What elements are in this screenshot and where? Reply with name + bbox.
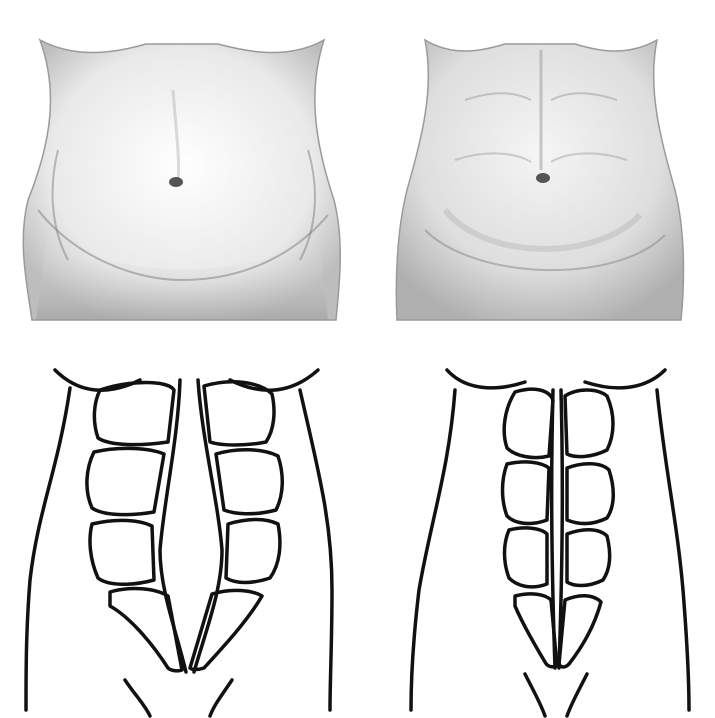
torso-sketch-normal-drawing xyxy=(385,30,715,330)
torso-sketch-separated-drawing xyxy=(18,30,348,330)
right-body-contour xyxy=(585,370,665,388)
right-muscle-segment-2 xyxy=(567,464,613,524)
navel xyxy=(169,177,183,187)
right-muscle-segment-3 xyxy=(226,520,280,583)
navel xyxy=(536,173,550,183)
groin-lines xyxy=(525,674,545,716)
right-body-contour xyxy=(230,370,318,390)
muscle-diagram-separated-drawing xyxy=(0,350,360,718)
muscle-diagram-normal-drawing xyxy=(365,350,715,718)
left-muscle-segment-1 xyxy=(504,389,553,457)
torso-sketch-separated xyxy=(18,30,348,330)
linea-alba-left xyxy=(552,390,555,668)
left-muscle-segment-2 xyxy=(503,462,550,524)
muscle-diagram-separated xyxy=(0,350,360,718)
right-muscle-segment-3 xyxy=(567,530,610,586)
left-body-contour xyxy=(447,370,525,388)
muscle-diagram-normal xyxy=(365,350,715,718)
left-muscle-segment-4 xyxy=(110,589,182,671)
right-muscle-segment-1 xyxy=(565,390,613,457)
left-muscle-segment-3 xyxy=(505,528,548,587)
right-muscle-segment-2 xyxy=(216,450,282,514)
left-muscle-segment-2 xyxy=(87,448,164,514)
left-muscle-segment-4 xyxy=(515,594,557,667)
left-body-contour xyxy=(55,370,140,390)
right-muscle-segment-4 xyxy=(559,596,601,667)
groin-lines xyxy=(125,680,150,716)
torso-sketch-normal xyxy=(385,30,715,330)
right-muscle-segment-4 xyxy=(190,590,262,669)
left-muscle-segment-3 xyxy=(90,520,154,584)
